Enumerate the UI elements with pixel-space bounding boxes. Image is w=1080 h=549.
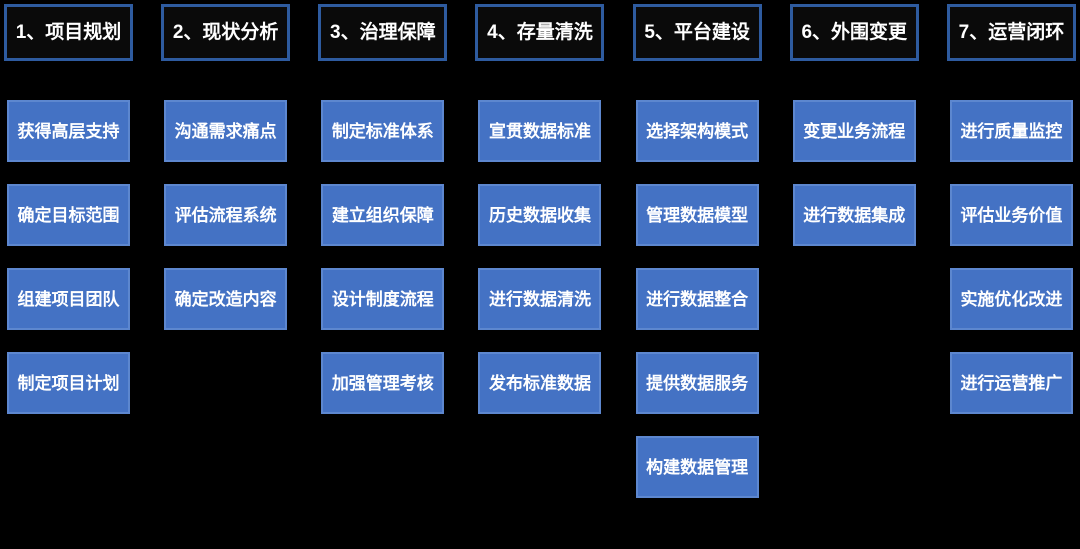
step-box: 制定项目计划 <box>7 352 130 414</box>
stage-header: 6、外围变更 <box>789 4 919 61</box>
column-current-state-analysis: 2、现状分析 沟通需求痛点 评估流程系统 确定改造内容 <box>161 4 291 549</box>
step-box: 加强管理考核 <box>321 352 445 414</box>
step-box: 建立组织保障 <box>321 184 445 246</box>
step-box: 组建项目团队 <box>7 268 130 330</box>
step-box: 进行数据整合 <box>635 268 759 330</box>
step-box: 发布标准数据 <box>478 352 602 414</box>
step-box: 制定标准体系 <box>321 100 445 162</box>
step-box: 实施优化改进 <box>949 268 1073 330</box>
stage-header: 2、现状分析 <box>161 4 291 61</box>
stage-header: 3、治理保障 <box>318 4 448 61</box>
step-box: 设计制度流程 <box>321 268 445 330</box>
step-box: 确定目标范围 <box>7 184 130 246</box>
step-box: 管理数据模型 <box>635 184 759 246</box>
stage-header: 5、平台建设 <box>632 4 762 61</box>
step-box: 确定改造内容 <box>164 268 288 330</box>
step-box: 获得高层支持 <box>7 100 130 162</box>
stage-header: 1、项目规划 <box>4 4 133 61</box>
column-project-planning: 1、项目规划 获得高层支持 确定目标范围 组建项目团队 制定项目计划 <box>4 4 133 549</box>
column-governance-assurance: 3、治理保障 制定标准体系 建立组织保障 设计制度流程 加强管理考核 <box>318 4 448 549</box>
step-box: 进行运营推广 <box>949 352 1073 414</box>
step-box: 评估业务价值 <box>949 184 1073 246</box>
step-box: 进行质量监控 <box>949 100 1073 162</box>
step-box: 进行数据集成 <box>792 184 916 246</box>
stage-header: 4、存量清洗 <box>475 4 605 61</box>
step-box: 评估流程系统 <box>164 184 288 246</box>
step-box: 进行数据清洗 <box>478 268 602 330</box>
column-platform-construction: 5、平台建设 选择架构模式 管理数据模型 进行数据整合 提供数据服务 构建数据管… <box>632 4 762 549</box>
step-box: 历史数据收集 <box>478 184 602 246</box>
step-box: 沟通需求痛点 <box>164 100 288 162</box>
column-peripheral-changes: 6、外围变更 变更业务流程 进行数据集成 <box>789 4 919 549</box>
step-box: 宣贯数据标准 <box>478 100 602 162</box>
step-box: 选择架构模式 <box>635 100 759 162</box>
stage-header: 7、运营闭环 <box>946 4 1076 61</box>
column-operations-closed-loop: 7、运营闭环 进行质量监控 评估业务价值 实施优化改进 进行运营推广 <box>946 4 1076 549</box>
step-box: 构建数据管理 <box>635 436 759 498</box>
step-box: 变更业务流程 <box>792 100 916 162</box>
step-box: 提供数据服务 <box>635 352 759 414</box>
column-legacy-data-cleansing: 4、存量清洗 宣贯数据标准 历史数据收集 进行数据清洗 发布标准数据 <box>475 4 605 549</box>
